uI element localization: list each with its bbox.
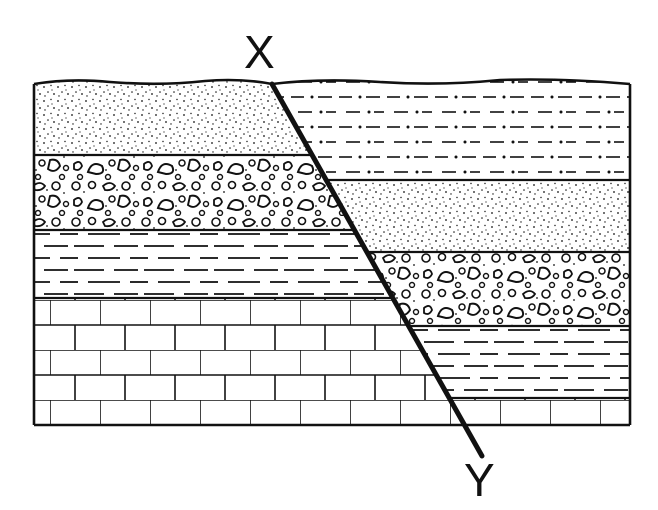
fault-label-top: X (244, 26, 275, 78)
left-conglomerate-layer (34, 155, 354, 230)
left-sandstone-layer (34, 80, 312, 155)
block-outline (32, 78, 632, 427)
fault-label-bottom: Y (464, 454, 495, 506)
layer-boundaries (34, 153, 630, 400)
right-shale-layer (409, 326, 630, 398)
left-block (34, 80, 464, 425)
left-limestone-layer (34, 298, 464, 425)
right-limestone-layer (449, 398, 630, 425)
right-sandstone-layer (326, 180, 630, 252)
left-shale-layer (34, 230, 392, 298)
right-conglomerate-layer (367, 252, 630, 326)
fault-line (269, 81, 485, 459)
right-siltstone-layer (272, 79, 630, 180)
right-block (272, 79, 630, 425)
